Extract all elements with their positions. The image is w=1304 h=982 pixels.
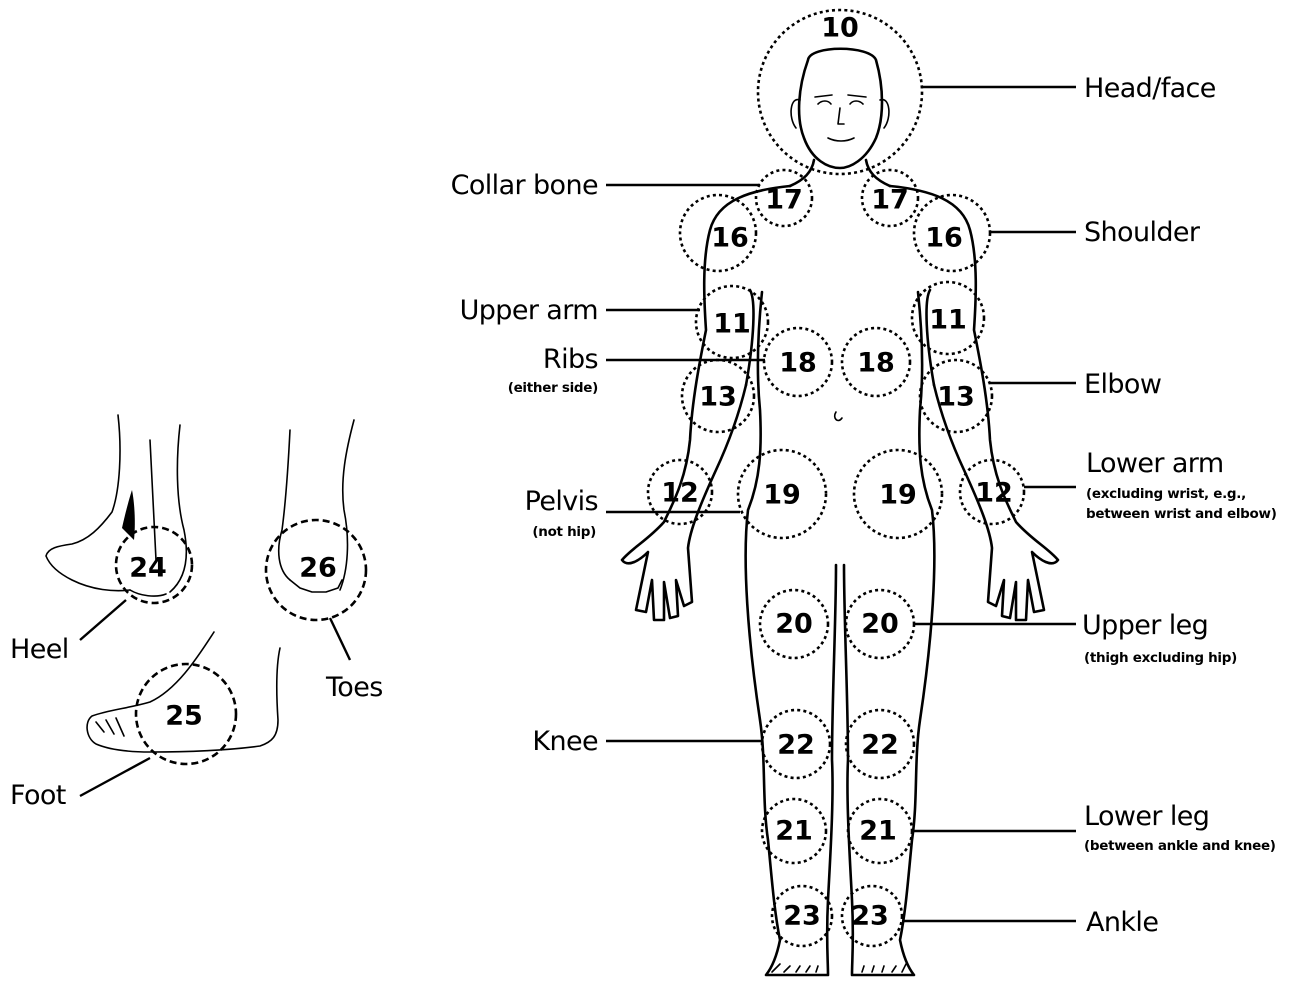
zone-24: 24 (129, 553, 167, 584)
label-ankle: Ankle (1086, 907, 1158, 938)
zone-23-left: 23 (783, 901, 821, 932)
label-pelvis-note: (not hip) (532, 524, 596, 540)
label-ribs: Ribs (543, 344, 598, 375)
zone-26: 26 (299, 553, 337, 584)
label-shoulder: Shoulder (1084, 217, 1201, 248)
label-toes: Toes (325, 672, 383, 703)
zone-12-left: 12 (661, 478, 699, 509)
label-lower-leg: Lower leg (1084, 801, 1209, 832)
zone-16-left: 16 (711, 223, 749, 254)
label-elbow: Elbow (1084, 369, 1161, 400)
label-ribs-note: (either side) (508, 380, 598, 396)
label-lower-arm: Lower arm (1086, 448, 1224, 479)
zone-21-right: 21 (859, 816, 897, 847)
zone-11-left: 11 (713, 309, 751, 340)
zone-16-right: 16 (925, 223, 963, 254)
zone-20-right: 20 (861, 609, 899, 640)
label-lower-leg-note: (between ankle and knee) (1084, 838, 1276, 854)
zone-18-right: 18 (857, 348, 895, 379)
zone-17-left: 17 (765, 185, 803, 216)
zone-21-left: 21 (775, 816, 813, 847)
zone-13-left: 13 (699, 382, 737, 413)
toes-detail: 26 Toes (266, 420, 383, 703)
zone-10: 10 (821, 13, 859, 44)
zone-19-right: 19 (879, 480, 917, 511)
zone-19-left: 19 (763, 480, 801, 511)
label-foot: Foot (10, 780, 66, 811)
label-upper-leg-note: (thigh excluding hip) (1084, 650, 1237, 666)
label-knee: Knee (532, 726, 598, 757)
zone-20-left: 20 (775, 609, 813, 640)
zone-11-right: 11 (929, 305, 967, 336)
label-lower-arm-note-2: between wrist and elbow) (1086, 506, 1277, 522)
label-pelvis: Pelvis (525, 486, 598, 517)
label-heel: Heel (10, 634, 69, 665)
zone-22-left: 22 (777, 730, 815, 761)
label-upper-leg: Upper leg (1082, 610, 1208, 641)
zone-22-right: 22 (861, 730, 899, 761)
heel-detail: 24 Heel (10, 415, 192, 665)
label-collar-bone: Collar bone (451, 170, 598, 201)
label-lower-arm-note-1: (excluding wrist, e.g., (1086, 486, 1246, 502)
zone-17-right: 17 (871, 185, 909, 216)
zone-13-right: 13 (937, 382, 975, 413)
zone-25: 25 (165, 701, 203, 732)
label-head-face: Head/face (1084, 73, 1216, 104)
label-upper-arm: Upper arm (460, 295, 598, 326)
zone-23-right: 23 (851, 901, 889, 932)
zone-18-left: 18 (779, 348, 817, 379)
zone-12-right: 12 (975, 478, 1013, 509)
